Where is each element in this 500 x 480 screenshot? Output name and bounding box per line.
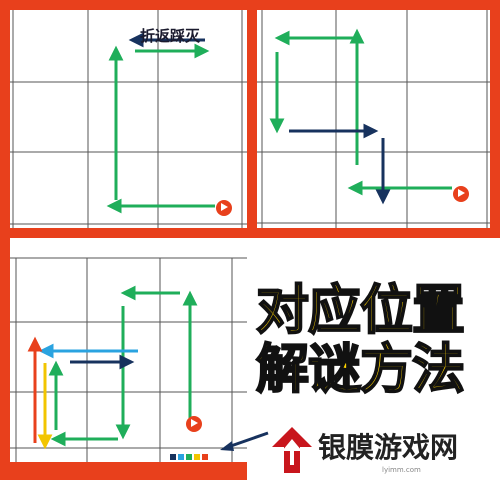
arrow-icon	[128, 32, 144, 48]
puzzle-grid-1	[10, 10, 247, 228]
arrow-icon	[274, 30, 290, 46]
arrow-icon	[106, 198, 122, 214]
arrow-icon	[27, 336, 43, 352]
puzzle-panel-1: 折返踩灭	[10, 10, 247, 228]
puzzle-grid-3	[10, 257, 247, 462]
arrow-icon	[50, 431, 66, 447]
arrow-icon	[347, 180, 363, 196]
arrow-icon	[182, 290, 198, 306]
arrow-icon	[48, 360, 64, 376]
arrow-icon	[108, 45, 124, 61]
puzzle-panel-3	[10, 238, 247, 462]
brand-url: lyimm.com	[382, 466, 421, 474]
start-marker-icon	[186, 416, 202, 432]
brand-name: 银膜游戏网	[318, 431, 459, 464]
arrow-icon	[115, 424, 131, 440]
color-legend-icon	[170, 454, 208, 460]
puzzle-grid-2	[257, 10, 490, 228]
start-marker-icon	[453, 186, 469, 202]
arrow-icon	[269, 118, 285, 134]
arrow-icon	[37, 434, 53, 450]
arrow-icon	[194, 43, 210, 59]
arrow-icon	[349, 28, 365, 44]
start-marker-icon	[216, 200, 232, 216]
arrow-icon	[375, 189, 391, 205]
arrow-icon	[120, 285, 136, 301]
arrow-icon	[38, 343, 54, 359]
caption-line-2: 解谜方法	[255, 339, 466, 400]
arrow-icon	[363, 123, 379, 139]
arrow-icon	[220, 441, 234, 451]
puzzle-panel-2	[257, 10, 490, 228]
caption-line-1: 对应位置	[255, 280, 466, 341]
panel-label: 折返踩灭	[140, 27, 201, 45]
brand-logo-icon	[272, 427, 312, 473]
arrow-icon	[119, 354, 135, 370]
